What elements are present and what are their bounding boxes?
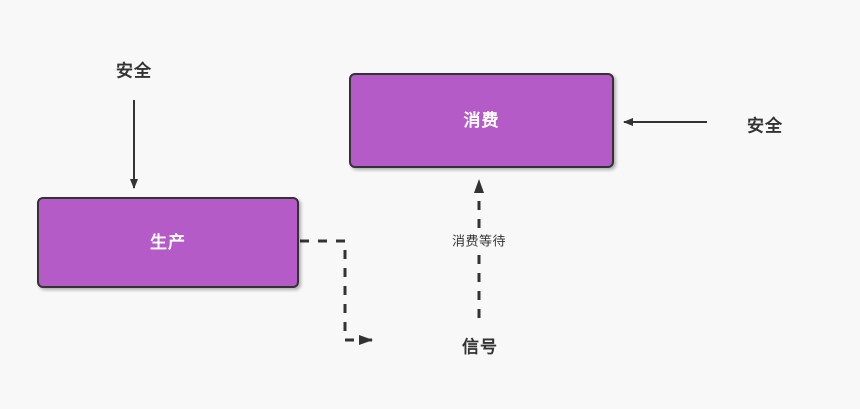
node-produce[interactable]: 生产 (37, 197, 299, 288)
label-safety-right: 安全 (747, 116, 783, 136)
label-signal: 信号 (462, 337, 498, 357)
node-produce-label: 生产 (150, 233, 186, 252)
node-consume[interactable]: 消费 (349, 73, 614, 168)
edge-label-consume-wait: 消费等待 (448, 233, 510, 249)
label-safety-top: 安全 (116, 61, 152, 81)
edge-produce-to-signal (300, 239, 373, 345)
edge-line-produce-to-signal (300, 239, 373, 345)
node-consume-label: 消费 (463, 111, 500, 130)
